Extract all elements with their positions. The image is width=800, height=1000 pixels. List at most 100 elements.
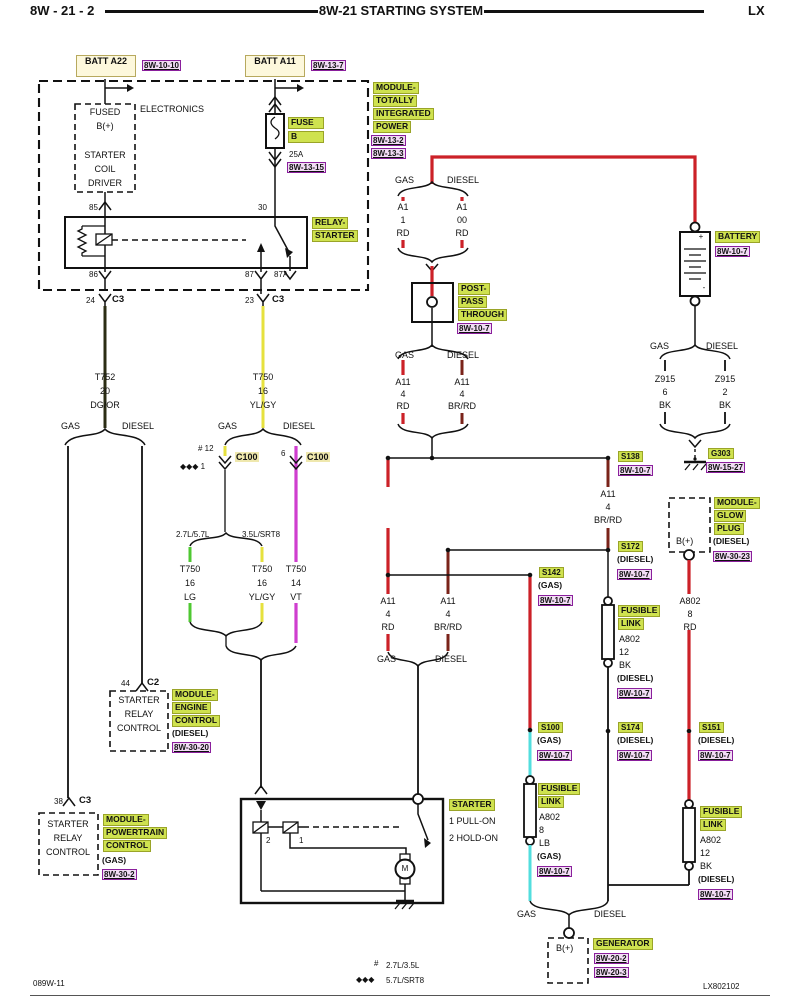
label-vt: VT bbox=[290, 592, 302, 602]
label-electronics: ELECTRONICS bbox=[140, 104, 205, 114]
label-module: MODULE- bbox=[172, 689, 218, 701]
splice-s172 bbox=[605, 547, 611, 553]
label-module: MODULE- bbox=[714, 497, 760, 509]
label-23: 23 bbox=[245, 296, 254, 305]
label-diesel: (DIESEL) bbox=[698, 735, 735, 745]
link-8w-10-7[interactable]: 8W-10-7 bbox=[457, 323, 492, 335]
fuse-batt-a22: BATT A22 bbox=[76, 55, 136, 77]
label-diesel: (DIESEL) bbox=[698, 874, 735, 884]
link-8w-30-23[interactable]: 8W-30-23 bbox=[713, 551, 752, 563]
label-z915: Z915 bbox=[654, 374, 676, 384]
footer-sheet-code: 089W-11 bbox=[33, 979, 65, 988]
label-a802: A802 bbox=[700, 835, 722, 845]
wire-battery-positive bbox=[430, 155, 697, 222]
splice-s138 bbox=[605, 455, 611, 461]
link-8w-30-20[interactable]: 8W-30-20 bbox=[172, 742, 211, 754]
label-pass: PASS bbox=[458, 296, 487, 308]
link-8w-10-7[interactable]: 8W-10-7 bbox=[537, 750, 572, 762]
battery-feed bbox=[430, 155, 731, 471]
link-8w-30-2[interactable]: 8W-30-2 bbox=[102, 869, 137, 881]
label-c3: C3 bbox=[272, 294, 285, 305]
fusible-link-diesel-2 bbox=[682, 807, 696, 863]
link-8w-10-7[interactable]: 8W-10-7 bbox=[537, 866, 572, 878]
starter-relay-control-circuit bbox=[38, 306, 169, 876]
label-rd: RD bbox=[396, 401, 410, 411]
link-8w-13-3[interactable]: 8W-13-3 bbox=[371, 148, 406, 160]
link-8w-10-7[interactable]: 8W-10-7 bbox=[617, 750, 652, 762]
battery-plus: + bbox=[698, 232, 704, 241]
starter-switch-blade bbox=[417, 804, 429, 841]
label-8: 8 bbox=[539, 825, 545, 835]
legend-hash: # bbox=[374, 959, 379, 968]
label-fusible: FUSIBLE bbox=[618, 605, 661, 617]
label-coil: COIL bbox=[94, 164, 116, 174]
label-1: 1 bbox=[400, 215, 406, 225]
label-b: B(+) bbox=[96, 121, 114, 131]
label-gas: GAS bbox=[650, 341, 670, 351]
label-s138: S138 bbox=[618, 451, 643, 463]
label-5-7l-srt8: 5.7L/SRT8 bbox=[386, 976, 425, 985]
platform-code: LX bbox=[748, 3, 765, 18]
label-4: 4 bbox=[400, 389, 406, 399]
link-8w-10-10[interactable]: 8W-10-10 bbox=[142, 60, 181, 72]
battery-minus: - bbox=[702, 283, 706, 292]
generator-branch bbox=[529, 900, 609, 984]
link-8w-10-7[interactable]: 8W-10-7 bbox=[538, 595, 573, 607]
label-gas: (GAS) bbox=[102, 855, 127, 865]
label-control: CONTROL bbox=[103, 840, 152, 852]
label-diesel: (DIESEL) bbox=[713, 536, 750, 546]
link-8w-13-15[interactable]: 8W-13-15 bbox=[287, 162, 326, 174]
header-rule-left bbox=[105, 10, 318, 13]
relay-resistor-symbol bbox=[76, 226, 88, 256]
label-s172: S172 bbox=[618, 541, 643, 553]
module-engine-control-box bbox=[109, 690, 169, 752]
label-t750: T750 bbox=[252, 372, 274, 382]
label-glow: GLOW bbox=[714, 510, 747, 522]
label-gas: GAS bbox=[61, 421, 81, 431]
label-gas: GAS bbox=[395, 175, 415, 185]
link-8w-10-7[interactable]: 8W-10-7 bbox=[698, 750, 733, 762]
link-8w-15-27[interactable]: 8W-15-27 bbox=[706, 462, 745, 474]
label-yl-gy: YL/GY bbox=[249, 400, 277, 410]
label-16: 16 bbox=[256, 578, 268, 588]
label-bk: BK bbox=[619, 660, 632, 670]
link-8w-13-2[interactable]: 8W-13-2 bbox=[371, 135, 406, 147]
label-g303: G303 bbox=[708, 448, 734, 460]
label-relay: RELAY- bbox=[312, 217, 349, 229]
label-gas: GAS bbox=[517, 909, 537, 919]
motor-m: M bbox=[401, 864, 409, 873]
label-s174: S174 bbox=[618, 722, 643, 734]
label-link: LINK bbox=[538, 796, 564, 808]
link-8w-20-2[interactable]: 8W-20-2 bbox=[594, 953, 629, 965]
link-8w-20-3[interactable]: 8W-20-3 bbox=[594, 967, 629, 979]
label-38: 38 bbox=[54, 797, 63, 806]
link-8w-10-7[interactable]: 8W-10-7 bbox=[617, 688, 652, 700]
starter-coil-2: 2 bbox=[266, 836, 271, 845]
link-8w-13-7[interactable]: 8W-13-7 bbox=[311, 60, 346, 72]
label-4: 4 bbox=[445, 609, 451, 619]
footer-drawing-code: LX802102 bbox=[703, 982, 740, 991]
starter-box bbox=[239, 797, 445, 905]
link-8w-10-7[interactable]: 8W-10-7 bbox=[715, 246, 750, 258]
label-a1: A1 bbox=[397, 202, 409, 212]
link-8w-10-7[interactable]: 8W-10-7 bbox=[617, 569, 652, 581]
label-engine: ENGINE bbox=[172, 702, 211, 714]
label-br-rd: BR/RD bbox=[593, 515, 623, 525]
fuse-batt-a11: BATT A11 bbox=[245, 55, 305, 77]
label-lb: LB bbox=[539, 838, 551, 848]
link-8w-10-7[interactable]: 8W-10-7 bbox=[618, 465, 653, 477]
glow-plug-b-plus: B(+) bbox=[676, 536, 694, 546]
label-gas: GAS bbox=[395, 350, 415, 360]
label-a11: A11 bbox=[440, 596, 456, 606]
label-gas: (GAS) bbox=[537, 735, 562, 745]
label-rd: RD bbox=[381, 622, 395, 632]
starter-assembly bbox=[239, 793, 445, 910]
label-a802: A802 bbox=[679, 596, 701, 606]
label-3-5l-srt8: 3.5L/SRT8 bbox=[242, 530, 281, 539]
link-8w-10-7[interactable]: 8W-10-7 bbox=[698, 889, 733, 901]
label-z915: Z915 bbox=[714, 374, 736, 384]
label-module: MODULE- bbox=[373, 82, 419, 94]
header-rule-right bbox=[484, 10, 704, 13]
